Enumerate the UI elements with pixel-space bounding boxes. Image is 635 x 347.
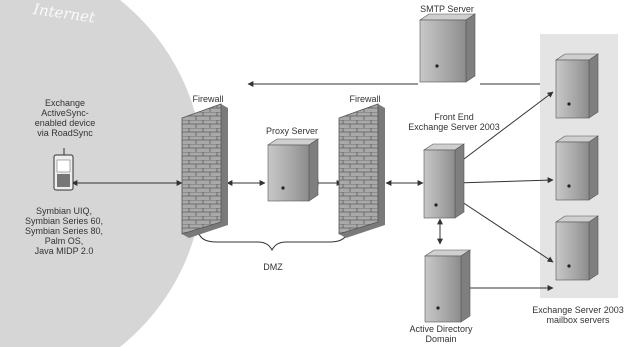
frontend-server-label: Front End Exchange Server 2003 <box>408 112 500 132</box>
device-label: Exchange ActiveSync- enabled device via … <box>34 98 96 138</box>
frontend-to-mailbox1-arrow <box>455 91 554 166</box>
platforms-label: Symbian UIQ, Symbian Series 60, Symbian … <box>24 206 104 256</box>
active-directory-server-icon <box>424 249 471 323</box>
dmz-brace <box>197 227 349 252</box>
firewall-right-label: Firewall <box>349 94 381 104</box>
mailbox-server-1-icon <box>555 53 599 119</box>
firewall-left <box>181 103 228 238</box>
mailbox-servers-label: Exchange Server 2003 mailbox servers <box>532 305 624 325</box>
mobile-device-icon <box>53 148 74 191</box>
mailbox-server-3-icon <box>555 215 599 281</box>
smtp-server-icon <box>419 13 476 83</box>
frontend-to-mailbox3-arrow <box>455 197 554 263</box>
frontend-to-mailbox2-arrow <box>455 177 554 186</box>
proxy-server-label: Proxy Server <box>265 126 318 136</box>
firewall-left-label: Firewall <box>192 94 224 104</box>
smtp-server-label: SMTP Server <box>420 4 474 14</box>
dmz-label: DMZ <box>263 262 283 272</box>
active-directory-label: Active Directory Domain <box>409 324 473 344</box>
firewall-right <box>338 103 385 238</box>
internet-zone <box>0 0 204 347</box>
proxy-server-icon <box>267 138 319 202</box>
mailbox-server-2-icon <box>555 135 599 201</box>
frontend-server-icon <box>423 143 465 219</box>
